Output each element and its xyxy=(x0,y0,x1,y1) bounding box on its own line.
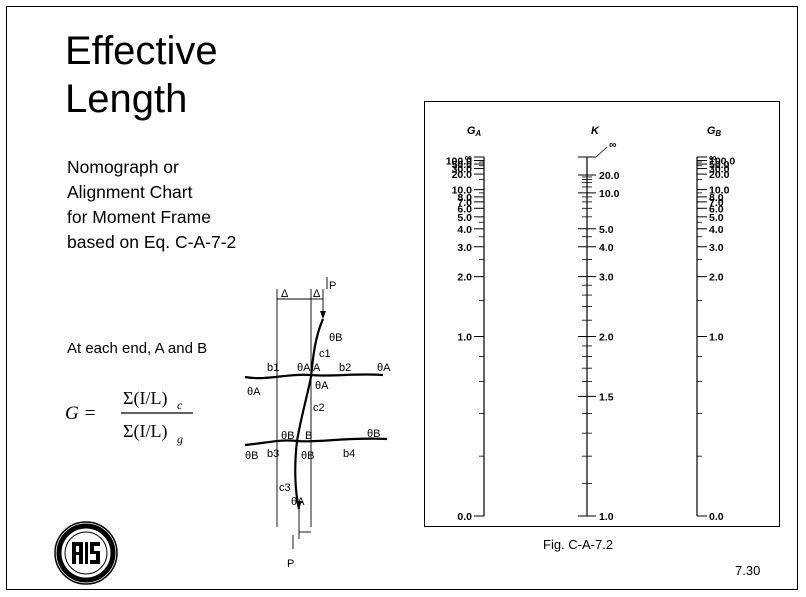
g-tick-label: 7.0 xyxy=(709,197,724,209)
diagram-label: θB xyxy=(367,428,380,440)
subtitle-line-4: based on Eq. C-A-7-2 xyxy=(67,232,237,252)
subtitle-line-1: Nomograph or xyxy=(67,157,179,177)
diagram-label: θA xyxy=(315,380,329,392)
g-tick-label: 100.0 xyxy=(709,156,735,168)
k-tick-label: 20.0 xyxy=(599,170,620,182)
g-tick-label: 30.0 xyxy=(452,164,473,176)
g-tick-label: 50.0 xyxy=(452,159,473,171)
diagram-label: θB xyxy=(301,450,314,462)
g-tick-label: 4.0 xyxy=(709,224,724,236)
formula-numerator-sub: c xyxy=(177,398,183,412)
k-tick-label: 4.0 xyxy=(599,242,614,254)
subtitle-line-2: Alignment Chart xyxy=(67,182,193,202)
formula-denominator: Σ(I/L) xyxy=(123,421,167,442)
diagram-label: c1 xyxy=(319,348,331,360)
formula-lhs: G = xyxy=(65,403,96,424)
g-tick-label: 8.0 xyxy=(457,192,472,204)
g-tick-label: 30.0 xyxy=(709,164,730,176)
formula-denominator-sub: g xyxy=(177,432,183,446)
diagram-label: θB xyxy=(281,430,294,442)
aisc-logo xyxy=(54,521,118,585)
g-tick-label: 100.0 xyxy=(446,156,472,168)
g-axis-title: GA xyxy=(467,125,482,138)
diagram-label: c2 xyxy=(313,402,325,414)
diagram-label: b2 xyxy=(339,362,351,374)
title-line-2: Length xyxy=(65,77,188,121)
g-tick-label: 20.0 xyxy=(452,169,473,181)
k-leader xyxy=(595,146,608,158)
g-tick-label: 3.0 xyxy=(709,242,724,254)
diagram-label: b4 xyxy=(343,448,355,460)
g-tick-label: 0.0 xyxy=(457,511,472,523)
title-line-1: Effective xyxy=(65,29,218,73)
diagram-label: c3 xyxy=(279,482,291,494)
diagram-label: θA xyxy=(297,362,311,374)
g-tick-label: 3.0 xyxy=(457,242,472,254)
diagram-label: θB xyxy=(329,332,342,344)
diagram-label: θB xyxy=(245,450,258,462)
diagram-label: b3 xyxy=(267,448,279,460)
k-tick-label: 2.0 xyxy=(599,332,614,344)
slide-subtitle: Nomograph or Alignment Chart for Moment … xyxy=(67,155,236,255)
diagram-label: P xyxy=(287,558,294,570)
diagram-label: P xyxy=(329,280,336,292)
g-tick-label: 2.0 xyxy=(709,272,724,284)
g-tick-label: 6.0 xyxy=(709,203,724,215)
each-end-text: At each end, A and B xyxy=(67,340,208,357)
diagram-label: A xyxy=(313,362,321,374)
g-tick-label: 1.0 xyxy=(709,332,724,344)
g-tick-label: 0.0 xyxy=(709,511,724,523)
diagram-label: θA xyxy=(247,386,261,398)
diagram-label: θA xyxy=(377,362,391,374)
g-tick-label: 5.0 xyxy=(457,212,472,224)
k-tick-label: 5.0 xyxy=(599,224,614,236)
g-formula: G = Σ(I/L) c Σ(I/L) g xyxy=(65,388,193,446)
formula-numerator: Σ(I/L) xyxy=(123,388,167,409)
g-tick-label: 10.0 xyxy=(452,185,473,197)
g-tick-label: 1.0 xyxy=(457,332,472,344)
diagram-label: Δ xyxy=(313,288,321,300)
g-tick-label: 7.0 xyxy=(457,197,472,209)
page-number: 7.30 xyxy=(735,563,761,578)
k-tick-label: 3.0 xyxy=(599,272,614,284)
k-tick-label: ∞ xyxy=(609,139,617,151)
k-axis-title: K xyxy=(591,125,600,137)
g-tick-label: 5.0 xyxy=(709,212,724,224)
figure-caption: Fig. C-A-7.2 xyxy=(543,537,614,552)
g-tick-label: 50.0 xyxy=(709,159,730,171)
diagram-label: B xyxy=(305,430,312,442)
subtitle-line-3: for Moment Frame xyxy=(67,207,211,227)
slide: Effective Length Nomograph or Alignment … xyxy=(6,6,798,590)
g-tick-label: ∞ xyxy=(709,152,717,164)
g-tick-label: 2.0 xyxy=(457,272,472,284)
diagram-label: b1 xyxy=(267,362,279,374)
g-tick-label: 8.0 xyxy=(709,192,724,204)
diagram-label: θA xyxy=(291,496,305,508)
g-tick-label: 10.0 xyxy=(709,185,730,197)
k-tick-label: 1.5 xyxy=(599,391,614,403)
k-tick-label: 10.0 xyxy=(599,188,620,200)
g-axis-title: GB xyxy=(707,125,722,138)
g-tick-label: ∞ xyxy=(465,152,473,164)
k-tick-label: 1.0 xyxy=(599,511,614,523)
g-tick-label: 20.0 xyxy=(709,169,730,181)
frame-diagram: Δ Δ P P θB θA θA θA θA A B b1 b2 b3 b4 c… xyxy=(244,277,391,570)
g-tick-label: 4.0 xyxy=(457,224,472,236)
nomograph-svg: GA∞100.050.030.020.010.08.07.06.05.04.03… xyxy=(446,125,736,523)
slide-title: Effective Length xyxy=(65,27,218,123)
g-tick-label: 6.0 xyxy=(457,203,472,215)
diagram-label: Δ xyxy=(281,288,289,300)
